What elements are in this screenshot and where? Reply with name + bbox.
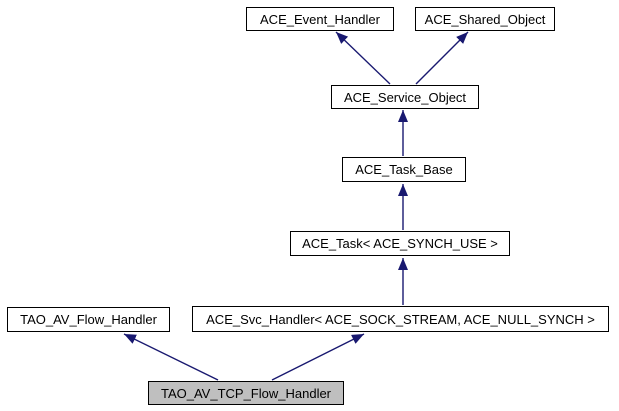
edge-tcp-flow-handler-to-svc-handler — [271, 333, 365, 381]
node-ace-task[interactable]: ACE_Task< ACE_SYNCH_USE > — [290, 231, 510, 256]
node-ace-service-object[interactable]: ACE_Service_Object — [331, 85, 479, 109]
node-tao-av-flow-handler[interactable]: TAO_AV_Flow_Handler — [7, 307, 170, 332]
edge-service-object-to-shared-object — [415, 31, 469, 85]
edge-tcp-flow-handler-to-flow-handler — [123, 333, 219, 381]
node-ace-task-base[interactable]: ACE_Task_Base — [342, 157, 466, 182]
node-ace-event-handler[interactable]: ACE_Event_Handler — [246, 7, 394, 31]
node-ace-svc-handler[interactable]: ACE_Svc_Handler< ACE_SOCK_STREAM, ACE_NU… — [192, 306, 609, 332]
node-tao-av-tcp-flow-handler: TAO_AV_TCP_Flow_Handler — [148, 381, 344, 405]
edge-service-object-to-event-handler — [335, 31, 391, 85]
node-ace-shared-object[interactable]: ACE_Shared_Object — [415, 7, 555, 31]
